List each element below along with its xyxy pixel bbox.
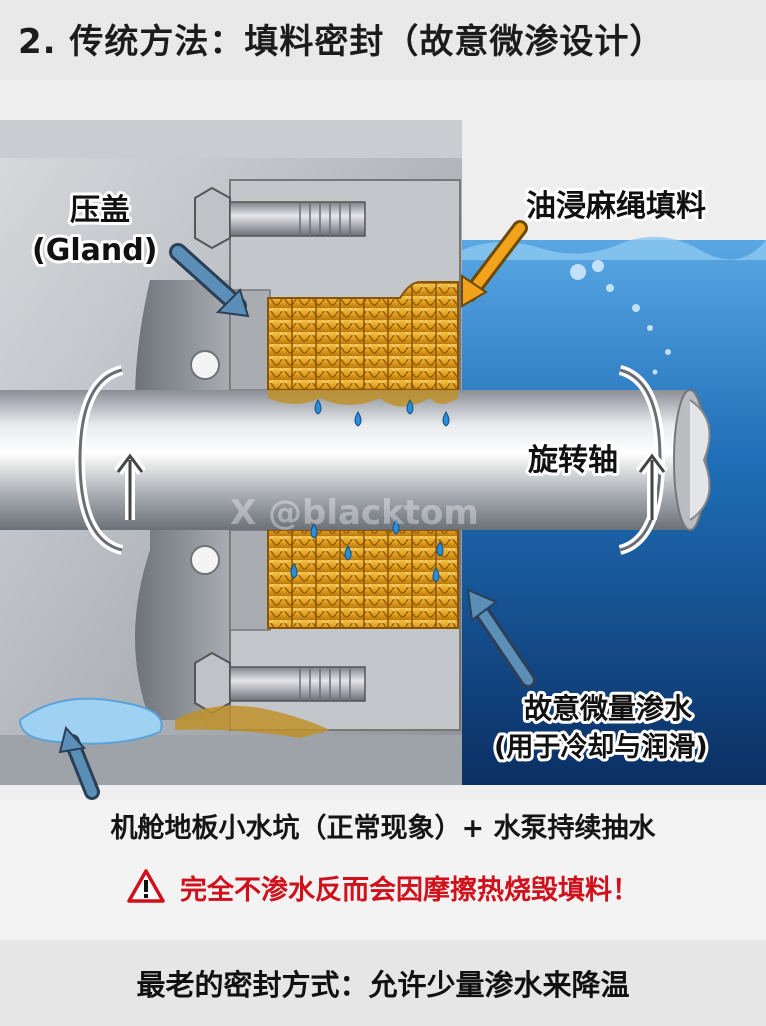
warning-row: 完全不渗水反而会因摩擦热烧毁填料！ xyxy=(0,868,766,907)
label-shaft: 旋转轴 xyxy=(528,443,618,478)
floor-puddle xyxy=(18,697,163,745)
title-band: 2. 传统方法：填料密封（故意微渗设计） xyxy=(0,0,766,80)
rotating-shaft xyxy=(0,389,711,531)
label-gland: 压盖 xyxy=(70,193,130,228)
caption-puddle: 机舱地板小水坑（正常现象）+ 水泵持续抽水 xyxy=(110,813,656,844)
water-drops xyxy=(290,399,450,583)
gland-arrow xyxy=(169,243,250,318)
watermark: X @blacktom xyxy=(230,493,479,533)
label-leak-purpose: (用于冷却与润滑) xyxy=(494,731,708,763)
puddle-arrow xyxy=(58,725,100,800)
page-title: 2. 传统方法：填料密封（故意微渗设计） xyxy=(18,22,665,62)
bolt-bottom xyxy=(194,651,366,715)
rotation-arrow-right xyxy=(618,365,668,555)
seal-diagram: X @blacktom 压盖 (Gland) 油浸麻绳填料 旋转轴 故意微量渗水… xyxy=(0,80,766,800)
bolt-top xyxy=(194,186,366,250)
packing-top xyxy=(267,281,459,391)
footer-summary: 最老的密封方式：允许少量渗水来降温 xyxy=(136,968,630,1002)
rotation-arrow-left xyxy=(74,365,146,555)
warning-text: 完全不渗水反而会因摩擦热烧毁填料！ xyxy=(180,875,640,906)
label-leak: 故意微量渗水 xyxy=(524,692,693,725)
packing-arrow xyxy=(461,220,528,308)
air-bubbles xyxy=(570,260,671,375)
warning-icon xyxy=(127,868,165,907)
leak-arrow xyxy=(466,588,536,688)
footer-band: 最老的密封方式：允许少量渗水来降温 xyxy=(0,940,766,1026)
packing-bottom xyxy=(267,529,459,629)
label-gland-en: (Gland) xyxy=(32,233,157,268)
label-packing: 油浸麻绳填料 xyxy=(526,189,706,224)
seal-diagram-svg: X @blacktom 压盖 (Gland) 油浸麻绳填料 旋转轴 故意微量渗水… xyxy=(0,80,766,800)
